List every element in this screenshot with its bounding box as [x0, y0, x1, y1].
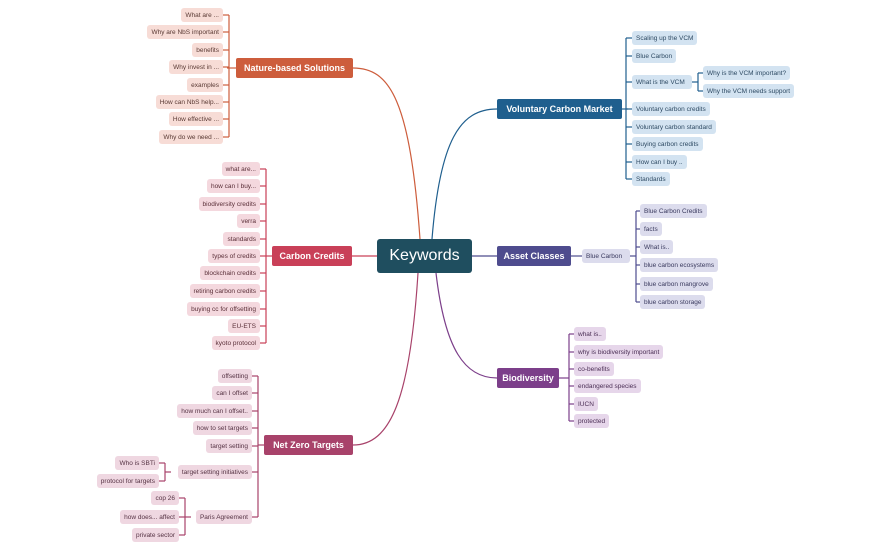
assets-item[interactable]: What is.. — [640, 240, 674, 254]
bio-item[interactable]: why is biodiversity important — [574, 345, 664, 359]
nbs-item[interactable]: Why are NbS important — [147, 25, 223, 39]
bio-item[interactable]: what is.. — [574, 327, 606, 341]
nbs-item[interactable]: examples — [187, 78, 223, 92]
vcm-item[interactable]: How can I buy .. — [632, 155, 687, 169]
bio-item[interactable]: endangered species — [574, 379, 641, 393]
vcm-item[interactable]: Buying carbon credits — [632, 137, 703, 151]
cc-item[interactable]: biodiversity credits — [198, 197, 260, 211]
nbs-item[interactable]: Why invest in ... — [169, 60, 223, 74]
assets-item[interactable]: blue carbon ecosystems — [640, 258, 719, 272]
nbs-item[interactable]: benefits — [192, 43, 223, 57]
bio-item[interactable]: protected — [574, 414, 610, 428]
assets-item[interactable]: Blue Carbon Credits — [640, 204, 707, 218]
vcm-item[interactable]: Scaling up the VCM — [632, 31, 698, 45]
bio-item[interactable]: co-benefits — [574, 362, 614, 376]
topic-carbon-credits[interactable]: Carbon Credits — [272, 246, 352, 266]
vcm-item[interactable]: Voluntary carbon standard — [632, 120, 716, 134]
link-nbs — [352, 67, 421, 240]
bio-leaf-links — [559, 333, 574, 422]
vcm-leaf-links — [622, 37, 703, 180]
vcm-item[interactable]: Standards — [632, 172, 670, 186]
assets-mid-item[interactable]: Blue Carbon — [582, 249, 630, 263]
nzt-item[interactable]: target setting — [206, 439, 252, 453]
link-bio — [435, 272, 498, 379]
cc-item[interactable]: buying cc for offsetting — [187, 302, 260, 316]
cc-item[interactable]: blockchain credits — [200, 266, 260, 280]
nzt-item[interactable]: offsetting — [217, 369, 252, 383]
nzt-sub-item[interactable]: protocol for targets — [96, 474, 159, 488]
assets-item[interactable]: blue carbon mangrove — [640, 277, 713, 291]
vcm-item[interactable]: Voluntary carbon credits — [632, 102, 710, 116]
nzt-leaf-links — [159, 375, 264, 536]
bio-item[interactable]: IUCN — [574, 397, 598, 411]
nzt-sub-item[interactable]: private sector — [131, 528, 179, 542]
cc-item[interactable]: how can I buy... — [206, 179, 260, 193]
nbs-item[interactable]: Why do we need ... — [159, 130, 223, 144]
topic-nature-based-solutions[interactable]: Nature-based Solutions — [236, 58, 353, 78]
nzt-item[interactable]: can I offset — [212, 386, 252, 400]
cc-item[interactable]: retiring carbon credits — [189, 284, 260, 298]
topic-voluntary-carbon-market[interactable]: Voluntary Carbon Market — [497, 99, 622, 119]
root-topic[interactable]: Keywords — [377, 239, 472, 273]
topic-biodiversity[interactable]: Biodiversity — [497, 368, 559, 388]
topic-net-zero-targets[interactable]: Net Zero Targets — [264, 435, 353, 455]
cc-leaf-links — [260, 168, 272, 344]
nzt-sub-item[interactable]: cop 26 — [151, 491, 179, 505]
assets-leaf-links — [571, 210, 640, 303]
cc-item[interactable]: standards — [223, 232, 260, 246]
assets-item[interactable]: facts — [640, 222, 662, 236]
assets-item[interactable]: blue carbon storage — [640, 295, 706, 309]
link-vcm — [431, 108, 498, 240]
nzt-item[interactable]: target setting initiatives — [177, 465, 252, 479]
link-nzt — [352, 272, 419, 446]
nzt-sub-item[interactable]: Who is SBTi — [115, 456, 159, 470]
vcm-item[interactable]: Blue Carbon — [632, 49, 677, 63]
cc-item[interactable]: EU-ETS — [228, 319, 260, 333]
nzt-sub-item[interactable]: how does... affect — [120, 510, 179, 524]
topic-asset-classes[interactable]: Asset Classes — [497, 246, 571, 266]
nbs-item[interactable]: How effective ... — [168, 112, 223, 126]
vcm-item[interactable]: What is the VCM — [632, 75, 692, 89]
cc-item[interactable]: verra — [237, 214, 260, 228]
nzt-item[interactable]: Paris Agreement — [195, 510, 252, 524]
nzt-item[interactable]: how to set targets — [192, 421, 252, 435]
cc-item[interactable]: kyoto protocol — [211, 336, 260, 350]
nbs-leaf-links — [223, 14, 236, 138]
vcm-sub-item[interactable]: Why is the VCM important? — [703, 66, 791, 80]
cc-item[interactable]: what are... — [221, 162, 260, 176]
cc-item[interactable]: types of credits — [208, 249, 260, 263]
nbs-item[interactable]: What are ... — [181, 8, 223, 22]
nbs-item[interactable]: How can NbS help... — [155, 95, 223, 109]
nzt-item[interactable]: how much can I offset.. — [177, 404, 252, 418]
vcm-sub-item[interactable]: Why the VCM needs support — [703, 84, 795, 98]
